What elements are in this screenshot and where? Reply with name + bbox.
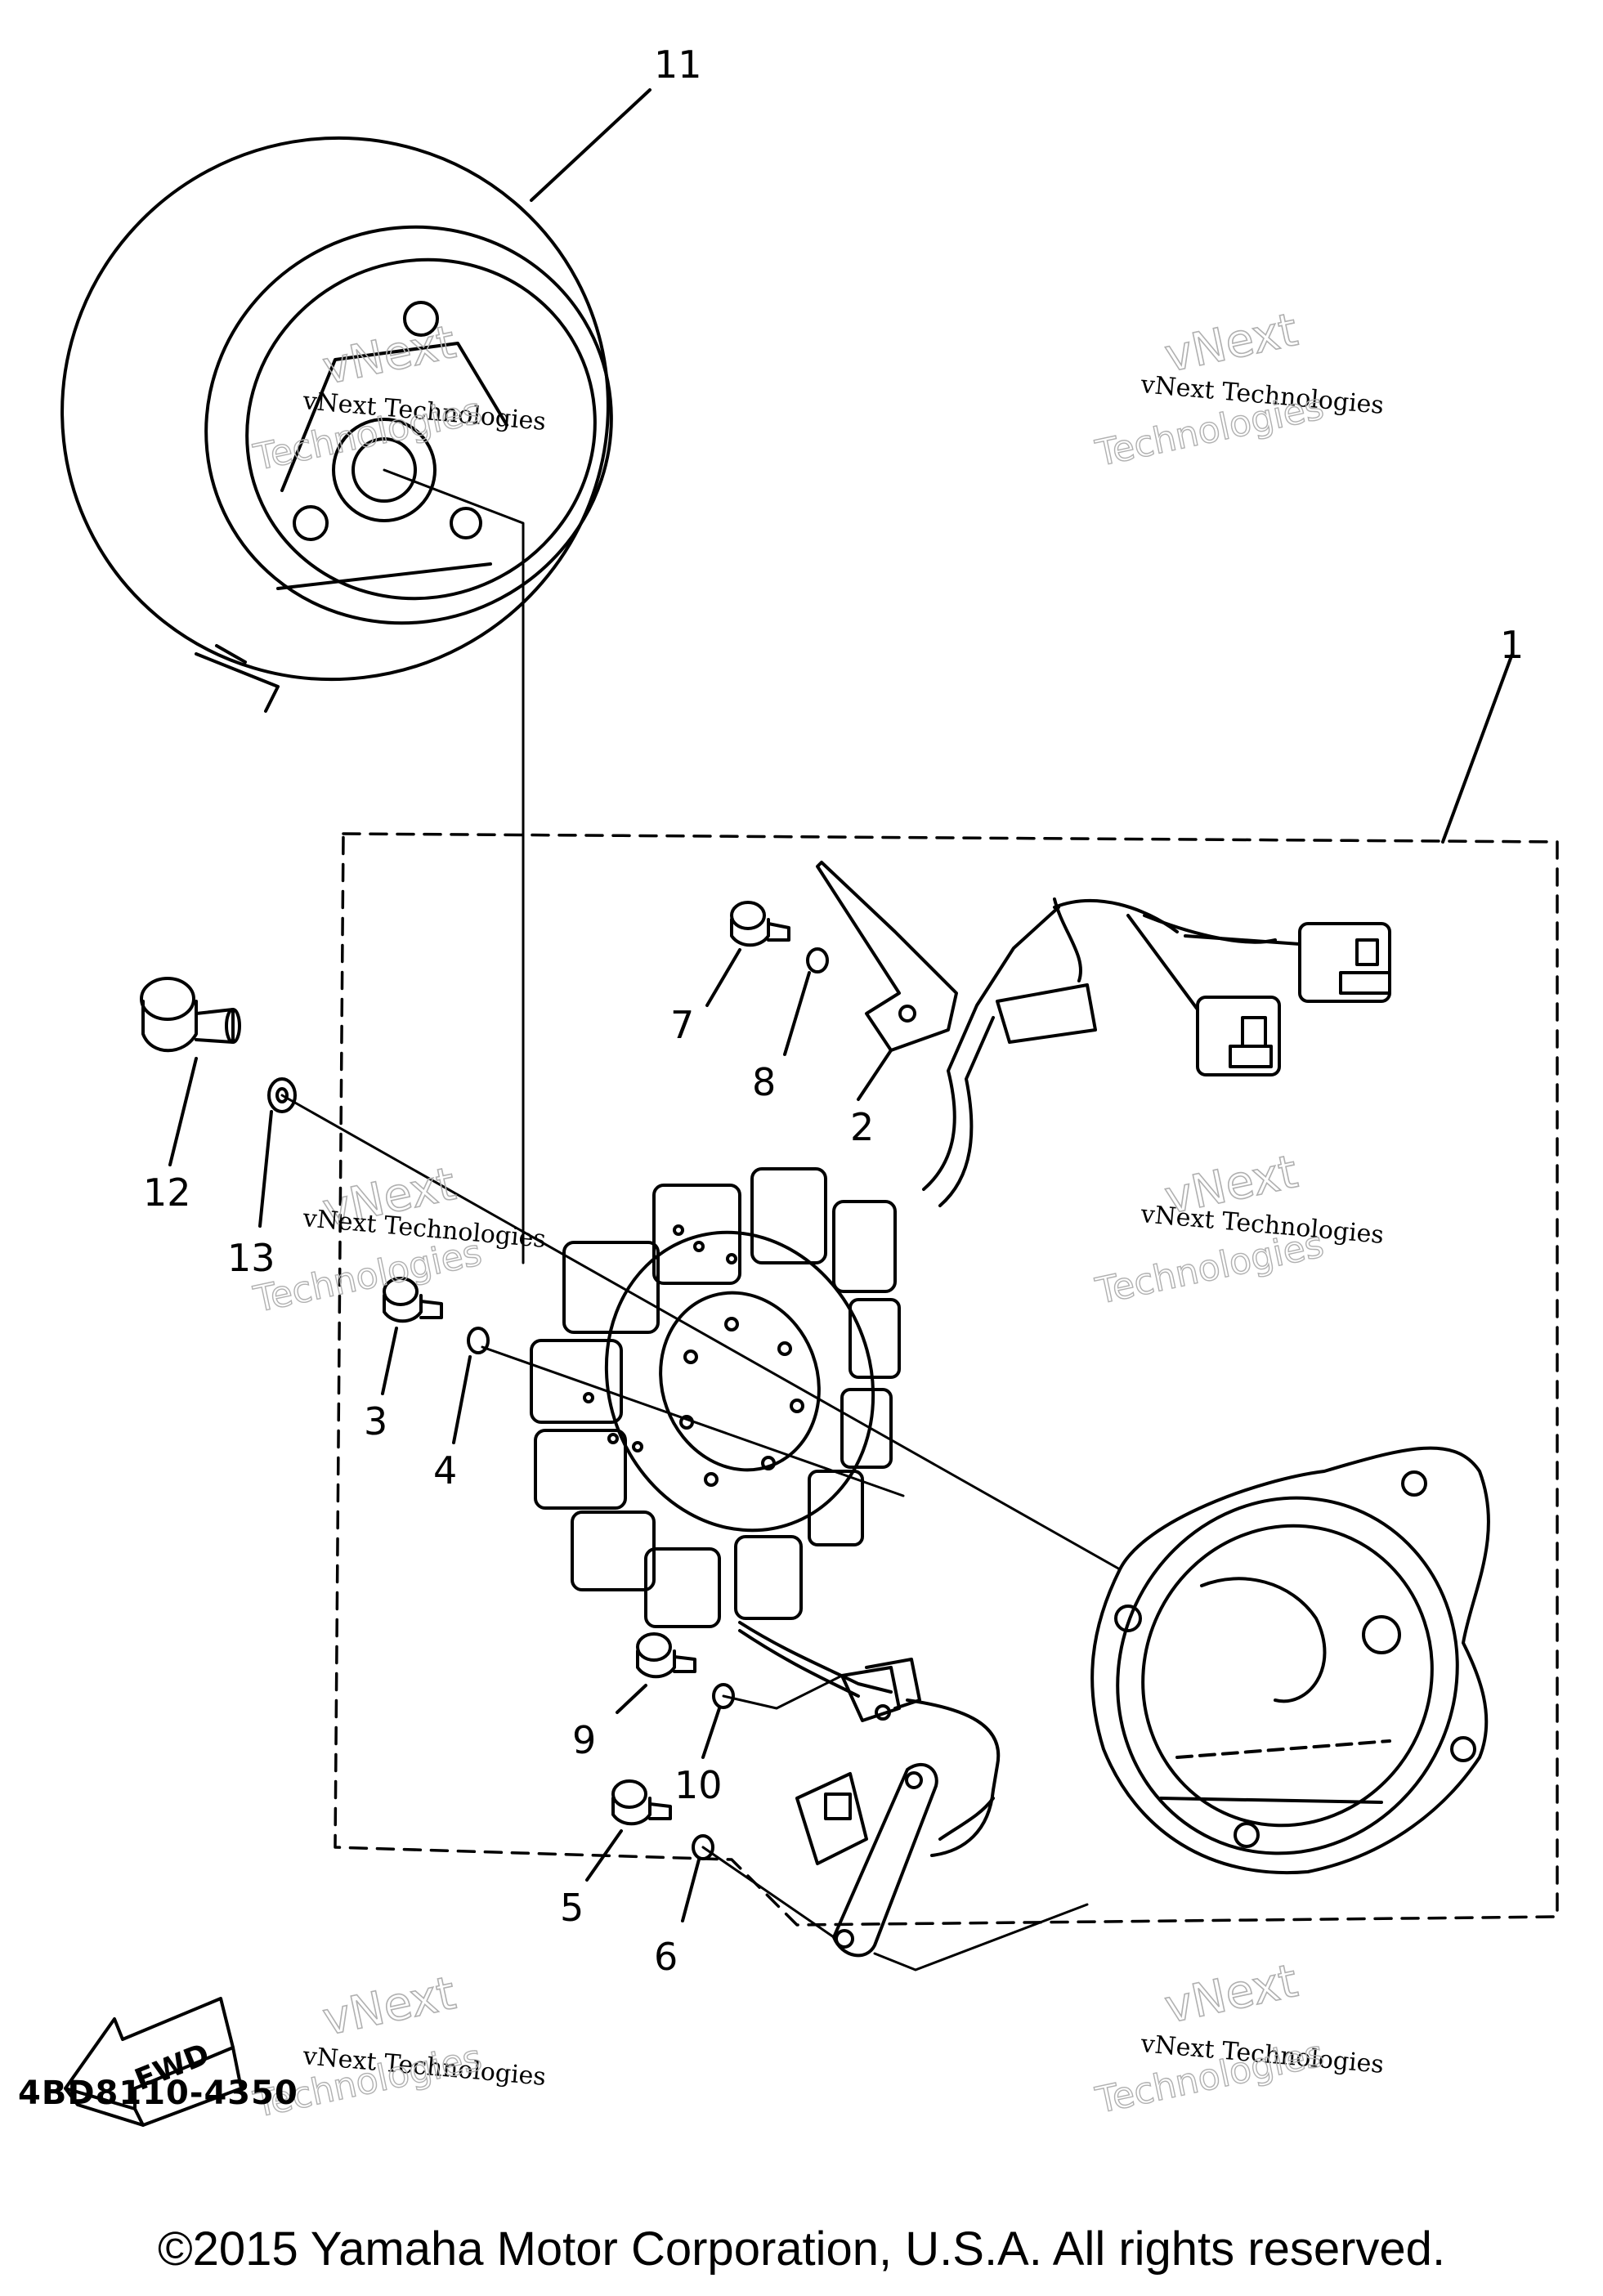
leader-3 xyxy=(381,1327,398,1395)
svg-text:Technologies: Technologies xyxy=(1092,1224,1328,1313)
washer-8 xyxy=(806,947,829,973)
leader-6 xyxy=(681,1858,701,1922)
leader-8 xyxy=(783,971,811,1056)
callout-10: 10 xyxy=(674,1763,723,1807)
leader-12 xyxy=(168,1057,198,1166)
wire-clamp xyxy=(840,1658,921,1722)
callout-1: 1 xyxy=(1500,623,1524,667)
watermark-top-left: vNext vNext Technologies Technologies xyxy=(249,315,547,479)
callout-13: 13 xyxy=(227,1236,275,1280)
callout-8: 8 xyxy=(752,1060,776,1104)
watermark-mid-right: vNext vNext Technologies Technologies xyxy=(1091,1144,1385,1313)
callout-9: 9 xyxy=(572,1718,596,1762)
washer-6 xyxy=(692,1834,714,1860)
washer-10 xyxy=(712,1683,735,1709)
part-code-label: 4BD8110-4350 xyxy=(18,2074,298,2112)
callout-4: 4 xyxy=(433,1448,457,1493)
callout-3: 3 xyxy=(364,1399,387,1443)
leader-10 xyxy=(701,1707,721,1759)
callout-7: 7 xyxy=(670,1003,694,1047)
watermark-mid-left: vNext vNext Technologies Technologies xyxy=(249,1157,547,1321)
bolt-5 xyxy=(611,1779,672,1826)
crankcase-cover xyxy=(1090,1446,1490,1875)
leader-1 xyxy=(1441,652,1514,844)
washer-13 xyxy=(267,1077,297,1113)
svg-text:vNext: vNext xyxy=(318,316,460,396)
fwd-arrow-icon xyxy=(64,1997,243,2127)
leader-13 xyxy=(258,1110,273,1228)
assembly-boundary xyxy=(334,832,1559,1927)
pulser-coil xyxy=(795,1763,995,1958)
watermark-bottom-right: vNext vNext Technologies Technologies xyxy=(1091,1954,1385,2122)
stator-coil xyxy=(530,1167,901,1628)
leader-2 xyxy=(857,1049,893,1101)
leader-11 xyxy=(530,88,651,202)
bolt-3 xyxy=(383,1277,443,1323)
svg-text:Technologies: Technologies xyxy=(250,1232,486,1321)
connector-upper xyxy=(1298,922,1391,1003)
leader-5 xyxy=(585,1829,623,1882)
watermark-top-right: vNext vNext Technologies Technologies xyxy=(1091,302,1385,475)
callout-6: 6 xyxy=(654,1935,678,1979)
svg-text:vNext: vNext xyxy=(1160,303,1302,383)
callout-2: 2 xyxy=(850,1105,874,1149)
svg-text:vNext: vNext xyxy=(318,1967,460,2047)
clamp-bracket-2 xyxy=(816,861,958,1052)
callout-12: 12 xyxy=(143,1170,191,1215)
bolt-12 xyxy=(140,977,241,1053)
leader-9 xyxy=(616,1684,647,1714)
copyright-notice: ©2015 Yamaha Motor Corporation, U.S.A. A… xyxy=(157,2222,1446,2276)
bolt-9 xyxy=(636,1632,696,1679)
leader-7 xyxy=(705,948,741,1007)
bolt-7 xyxy=(730,901,790,947)
callout-11: 11 xyxy=(654,43,702,87)
callout-5: 5 xyxy=(560,1886,584,1930)
connector-lower xyxy=(1196,996,1281,1076)
leader-4 xyxy=(452,1355,472,1444)
washer-4 xyxy=(467,1327,490,1354)
flywheel-rotor xyxy=(60,136,613,713)
svg-text:vNext: vNext xyxy=(1160,1954,1302,2034)
